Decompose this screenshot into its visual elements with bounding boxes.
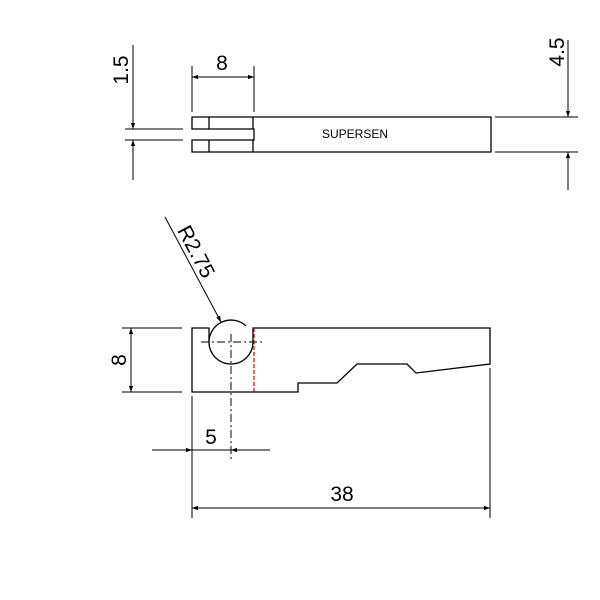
side-view: R2.75 8 5 38: [108, 216, 491, 518]
dim-slot-length-text: 8: [216, 52, 228, 75]
radius-leader: [164, 216, 222, 323]
top-view-outline: [191, 116, 492, 153]
dim-slot-offset-text: 5: [205, 426, 217, 449]
radius-arc: [208, 319, 247, 343]
dim-thickness-text: 1.5: [110, 55, 133, 84]
side-view-outline: [191, 327, 491, 393]
engraving-label: SUPERSEN: [322, 127, 388, 141]
dim-height-text: 4.5: [546, 37, 569, 66]
dim-radius-text: R2.75: [172, 222, 219, 282]
dim-height-text: 8: [108, 354, 131, 366]
top-view: SUPERSEN 1.5 8 4.5: [110, 37, 578, 190]
dim-length-text: 38: [330, 483, 353, 506]
